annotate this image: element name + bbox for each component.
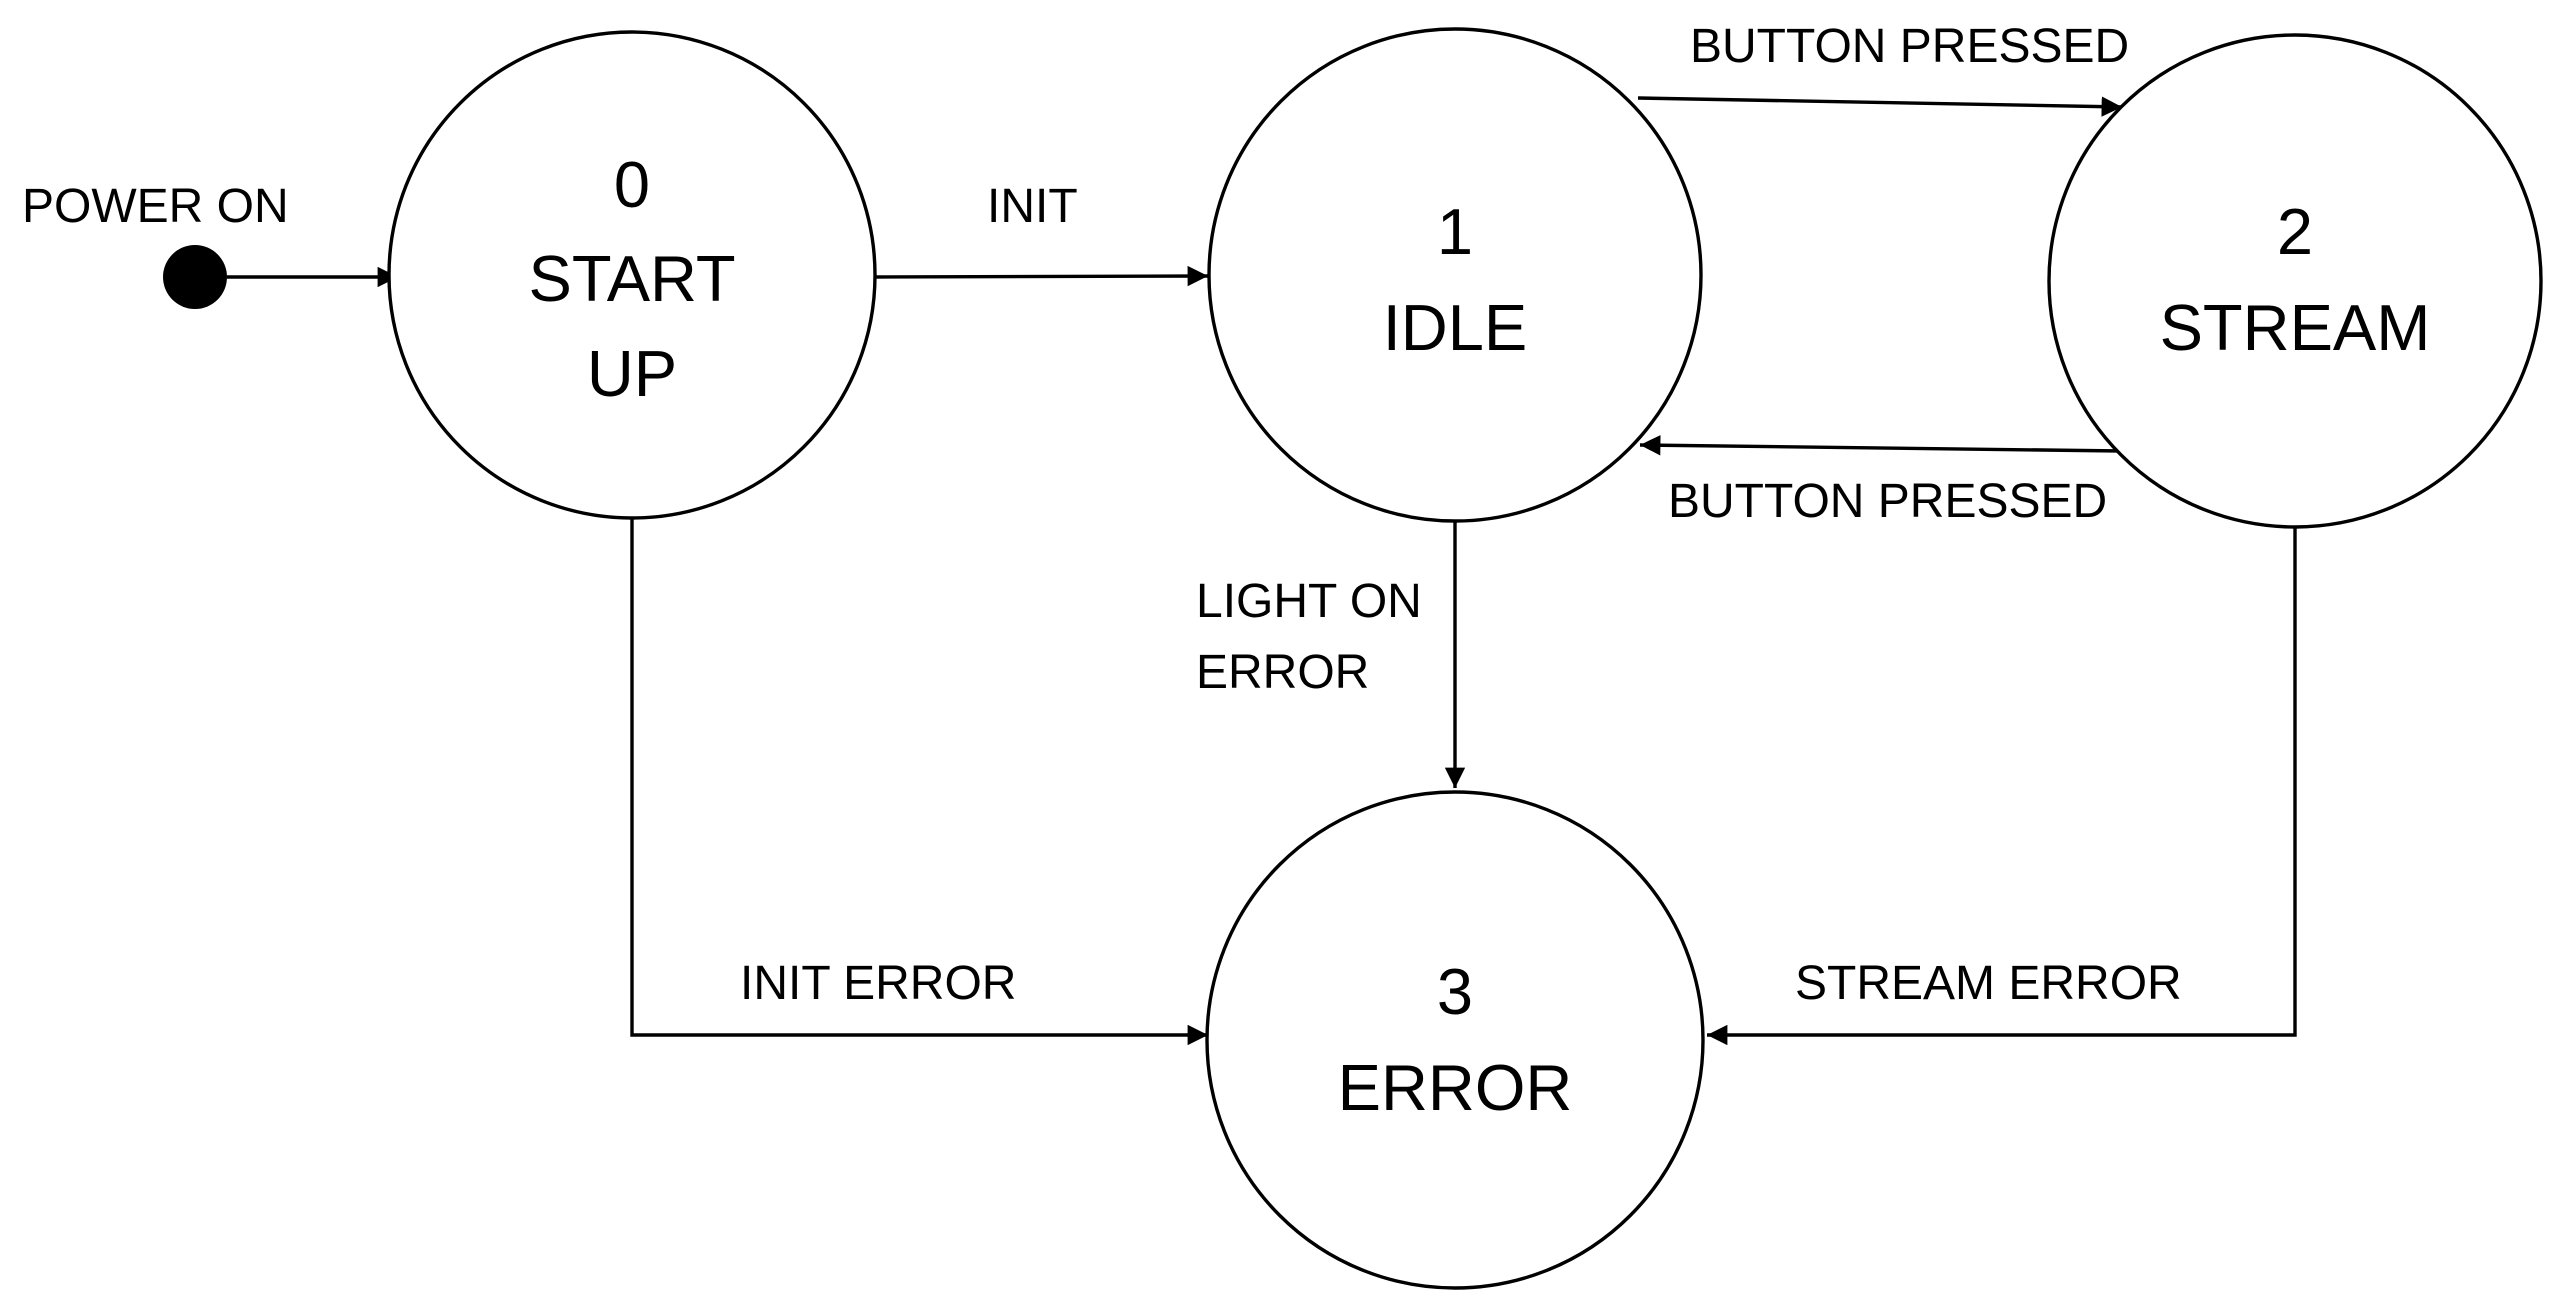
edge-init [872, 265, 1209, 287]
state-3-number: 3 [1437, 955, 1473, 1028]
state-1-idle: 1 IDLE [1207, 27, 1703, 523]
state-2-circle [2047, 33, 2543, 529]
state-2-name: STREAM [2160, 291, 2431, 364]
label-stream-error: STREAM ERROR [1795, 957, 2182, 1010]
edge-stream-to-idle [1639, 435, 2123, 456]
state-0-start-up: 0 START UP [387, 30, 877, 520]
state-1-name: IDLE [1383, 291, 1528, 364]
label-init: INIT [987, 180, 1078, 233]
edge-init-error [630, 519, 1208, 1046]
label-power-on: POWER ON [22, 180, 289, 233]
state-3-name: ERROR [1338, 1051, 1573, 1124]
state-1-circle [1207, 27, 1703, 523]
state-3-circle [1205, 790, 1705, 1290]
label-idle-to-error-line2: ERROR [1196, 646, 1369, 699]
state-0-name-line1: START [528, 242, 735, 315]
state-2-stream: 2 STREAM [2047, 33, 2543, 529]
state-0-number: 0 [614, 148, 650, 221]
state-0-circle [387, 30, 877, 520]
initial-state-dot [163, 245, 227, 309]
label-idle-to-stream: BUTTON PRESSED [1690, 20, 2129, 73]
edge-stream-error [1707, 527, 2297, 1046]
state-2-number: 2 [2277, 195, 2313, 268]
label-stream-to-idle: BUTTON PRESSED [1668, 475, 2107, 528]
state-0-name-line2: UP [587, 337, 677, 410]
label-idle-to-error-line1: LIGHT ON [1196, 575, 1422, 628]
state-3-error: 3 ERROR [1205, 790, 1705, 1290]
label-init-error: INIT ERROR [740, 957, 1016, 1010]
edge-idle-to-stream [1637, 96, 2123, 117]
state-1-number: 1 [1437, 195, 1473, 268]
